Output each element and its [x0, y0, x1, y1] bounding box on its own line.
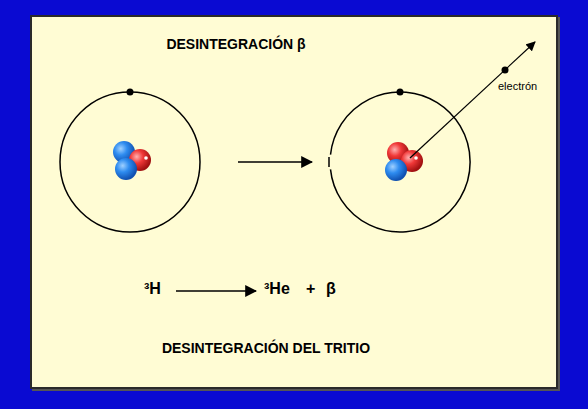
- equation-term: ³H: [144, 280, 161, 298]
- diagram-caption: DESINTEGRACIÓN DEL TRITIO: [162, 340, 370, 356]
- electron-dot: [502, 67, 509, 74]
- helium-atom: [329, 89, 470, 233]
- diagram-title: DESINTEGRACIÓN β: [166, 36, 305, 52]
- background-panel: [30, 15, 558, 389]
- reaction-arrow: [176, 290, 256, 292]
- equation-operator: +: [306, 280, 315, 298]
- tritium-atom: [60, 89, 200, 233]
- equation-term: ³He: [264, 280, 290, 298]
- transition-arrow: [238, 161, 312, 163]
- particle-label: electrón: [497, 80, 538, 93]
- electron-track: [410, 42, 535, 158]
- equation-term: β: [326, 280, 336, 298]
